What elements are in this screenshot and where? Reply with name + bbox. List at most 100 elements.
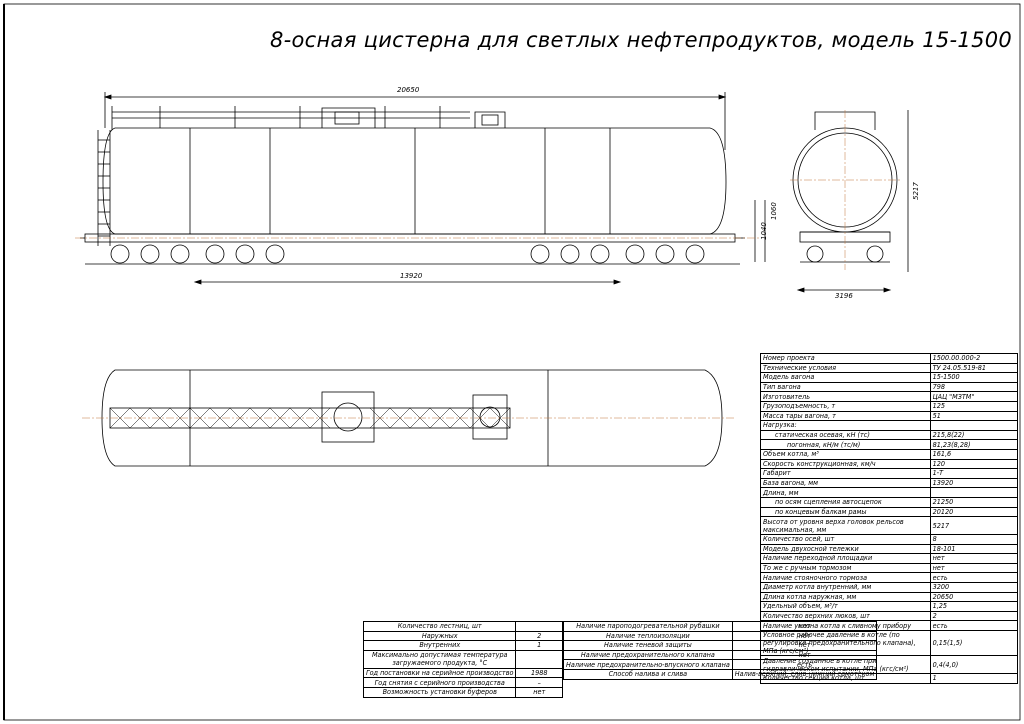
left-value: [515, 621, 563, 632]
left-value: 1988: [515, 667, 563, 679]
middle-label: Наличие пароподогревательной рубашки: [563, 621, 733, 632]
spec-extra-label: Удельный объем, м³/т: [760, 601, 931, 612]
spec-value: есть: [929, 572, 1019, 584]
dim-overall-length: 20650: [397, 86, 420, 94]
spec-label: Технические условия: [760, 362, 931, 374]
middle-label: Наличие теплоизоляции: [563, 630, 733, 642]
spec-label: Наличие стояночного тормоза: [760, 572, 931, 584]
spec-value: 3200: [929, 582, 1019, 593]
middle-value: нет: [731, 640, 878, 651]
middle-value: есть: [731, 659, 878, 670]
spec-value: 1500.00.000-2: [929, 353, 1019, 364]
middle-label: Наличие предохранительно-впускного клапа…: [563, 659, 733, 670]
spec-value: 120: [929, 458, 1019, 470]
spec-label: Высота от уровня верха головок рельсов м…: [760, 516, 931, 536]
spec-value: 20120: [929, 506, 1019, 518]
spec-value: 5217: [929, 516, 1019, 536]
spec-extra-label: Количество верхних люков, шт: [760, 610, 931, 622]
end-view: [790, 110, 909, 293]
left-row: Количество лестниц, шт: [362, 621, 563, 632]
spec-value: 125: [929, 400, 1019, 412]
left-row: Год снятия с серийного производства–: [362, 677, 563, 688]
middle-value: нет: [731, 630, 878, 642]
spec-label: Нагрузка:: [760, 420, 931, 431]
spec-value: 798: [929, 381, 1019, 393]
drawing-title: 8-осная цистерна для светлых нефтепродук…: [270, 28, 1013, 52]
spec-value: нет: [929, 553, 1019, 564]
spec-row: Длина, мм: [760, 487, 1019, 498]
left-value: –: [515, 677, 563, 688]
spec-row: статическая осевая, кН (тс)215,8(22): [760, 429, 1019, 441]
middle-label: Способ налива и слива: [563, 668, 733, 680]
spec-value: ЦАЦ "МЗТМ": [929, 391, 1019, 402]
left-label: Возможность установки буферов: [362, 686, 517, 698]
dim-total-height: 5217: [912, 182, 920, 200]
spec-extra-value: 1,25: [929, 601, 1019, 612]
side-view: [75, 92, 766, 285]
left-label: Максимально допустимая температура загру…: [362, 649, 517, 669]
left-label: Внутренних: [362, 640, 517, 651]
middle-value: Налив-верхний, слив-нижний самотеком: [731, 668, 878, 680]
spec-label: статическая осевая, кН (тс): [760, 429, 931, 441]
spec-value: 20650: [929, 591, 1019, 603]
spec-extra-value: 0,4(4,0): [929, 655, 1019, 675]
plan-view: [82, 369, 735, 467]
spec-row: погонная, кН/м (тс/м)81,23(8,28): [760, 439, 1019, 450]
dim-height-1040: 1040: [760, 222, 768, 240]
middle-value: нет: [731, 649, 878, 661]
dim-height-1060: 1060: [770, 202, 778, 220]
spec-extra-value: 0,15(1,5): [929, 630, 1019, 657]
spec-label: по осям сцепления автосцепок: [760, 496, 931, 508]
left-label: Год постановки на серийное производство: [362, 667, 517, 679]
spec-value: 15-1500: [929, 372, 1019, 383]
spec-label: Длина, мм: [760, 487, 931, 498]
spec-value: 21250: [929, 496, 1019, 508]
spec-value: 215,8(22): [929, 429, 1019, 441]
spec-label: Изготовитель: [760, 391, 931, 402]
spec-label: Наличие переходной площадки: [760, 553, 931, 564]
spec-label: Номер проекта: [760, 353, 931, 364]
spec-label: Масса тары вагона, т: [760, 410, 931, 422]
middle-value: нет: [731, 621, 878, 632]
spec-value: [929, 420, 1019, 431]
left-label: Наружных: [362, 630, 517, 642]
spec-row: Нагрузка:: [760, 420, 1019, 431]
spec-value: [929, 487, 1019, 498]
spec-label: Модель двухосной тележки: [760, 543, 931, 555]
spec-label: Объем котла, м³: [760, 448, 931, 460]
left-value: 1: [515, 640, 563, 651]
left-label: Количество лестниц, шт: [362, 621, 517, 632]
left-value: [515, 649, 563, 669]
spec-value: 81,23(8,28): [929, 439, 1019, 450]
spec-value: ТУ 24.05.519-81: [929, 362, 1019, 374]
spec-value: 8: [929, 534, 1019, 545]
spec-label: Диаметр котла внутренний, мм: [760, 582, 931, 593]
middle-row: Наличие предохранительно-впускного клапа…: [563, 659, 878, 670]
